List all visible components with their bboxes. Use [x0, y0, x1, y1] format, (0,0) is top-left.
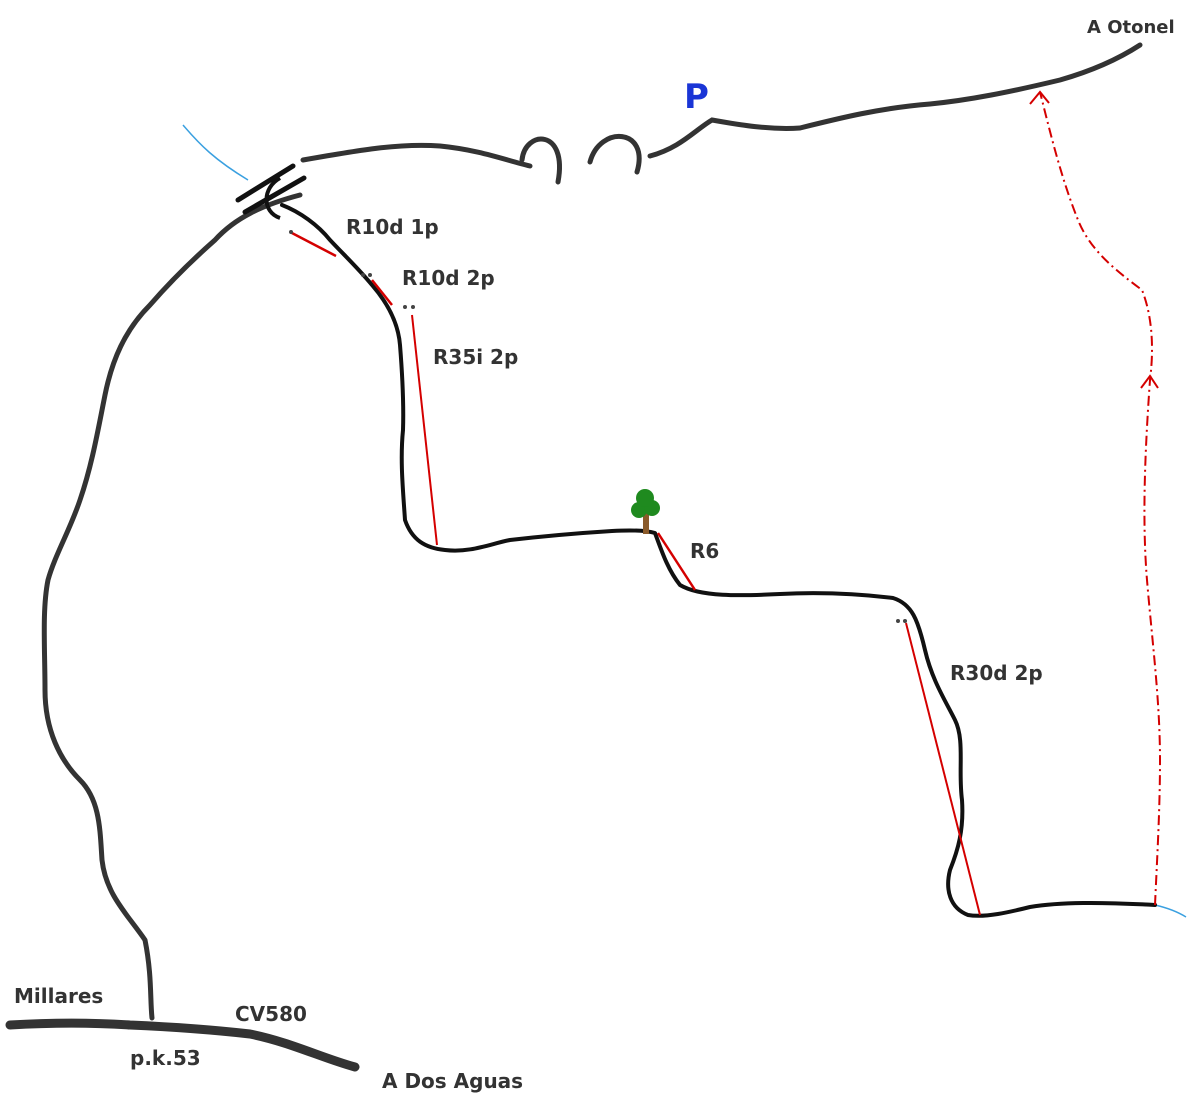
- label-rappel-2: R10d 2p: [402, 266, 495, 290]
- rappel-line-5: [905, 622, 981, 916]
- canyon-path: [280, 203, 1157, 918]
- rappel-line-1: [289, 230, 337, 258]
- parking-sign: P: [684, 77, 709, 117]
- label-river: Millares: [14, 984, 103, 1008]
- bolt-anchor-icon: [289, 230, 907, 623]
- stream-start: [182, 124, 249, 181]
- upper-road-east: [647, 42, 1143, 159]
- upper-road-curve-2: [587, 134, 642, 175]
- rappel-line-3: [411, 314, 438, 546]
- approach-road: [41, 192, 303, 1021]
- main-road-cv580: [5, 1018, 360, 1072]
- label-rappel-3: R35i 2p: [433, 345, 518, 369]
- label-rappel-5: R30d 2p: [950, 661, 1043, 685]
- rappel-line-2: [371, 279, 393, 306]
- label-rappel-4: R6: [690, 539, 719, 563]
- label-road: CV580: [235, 1002, 307, 1026]
- bridge-icon: [235, 163, 307, 220]
- upper-road: [300, 142, 533, 169]
- rappel-line-4: [656, 532, 697, 591]
- return-route: [1039, 91, 1162, 906]
- tree-icon: [631, 489, 660, 534]
- stream-end: [1154, 904, 1187, 918]
- return-arrow-2: [1029, 90, 1050, 105]
- upper-road-curve-1: [519, 136, 562, 185]
- label-destination-bottom: A Dos Aguas: [382, 1069, 523, 1093]
- label-destination-top: A Otonel: [1087, 17, 1175, 38]
- label-rappel-1: R10d 1p: [346, 215, 439, 239]
- label-km-point: p.k.53: [130, 1046, 201, 1070]
- return-arrow-1: [1140, 374, 1159, 389]
